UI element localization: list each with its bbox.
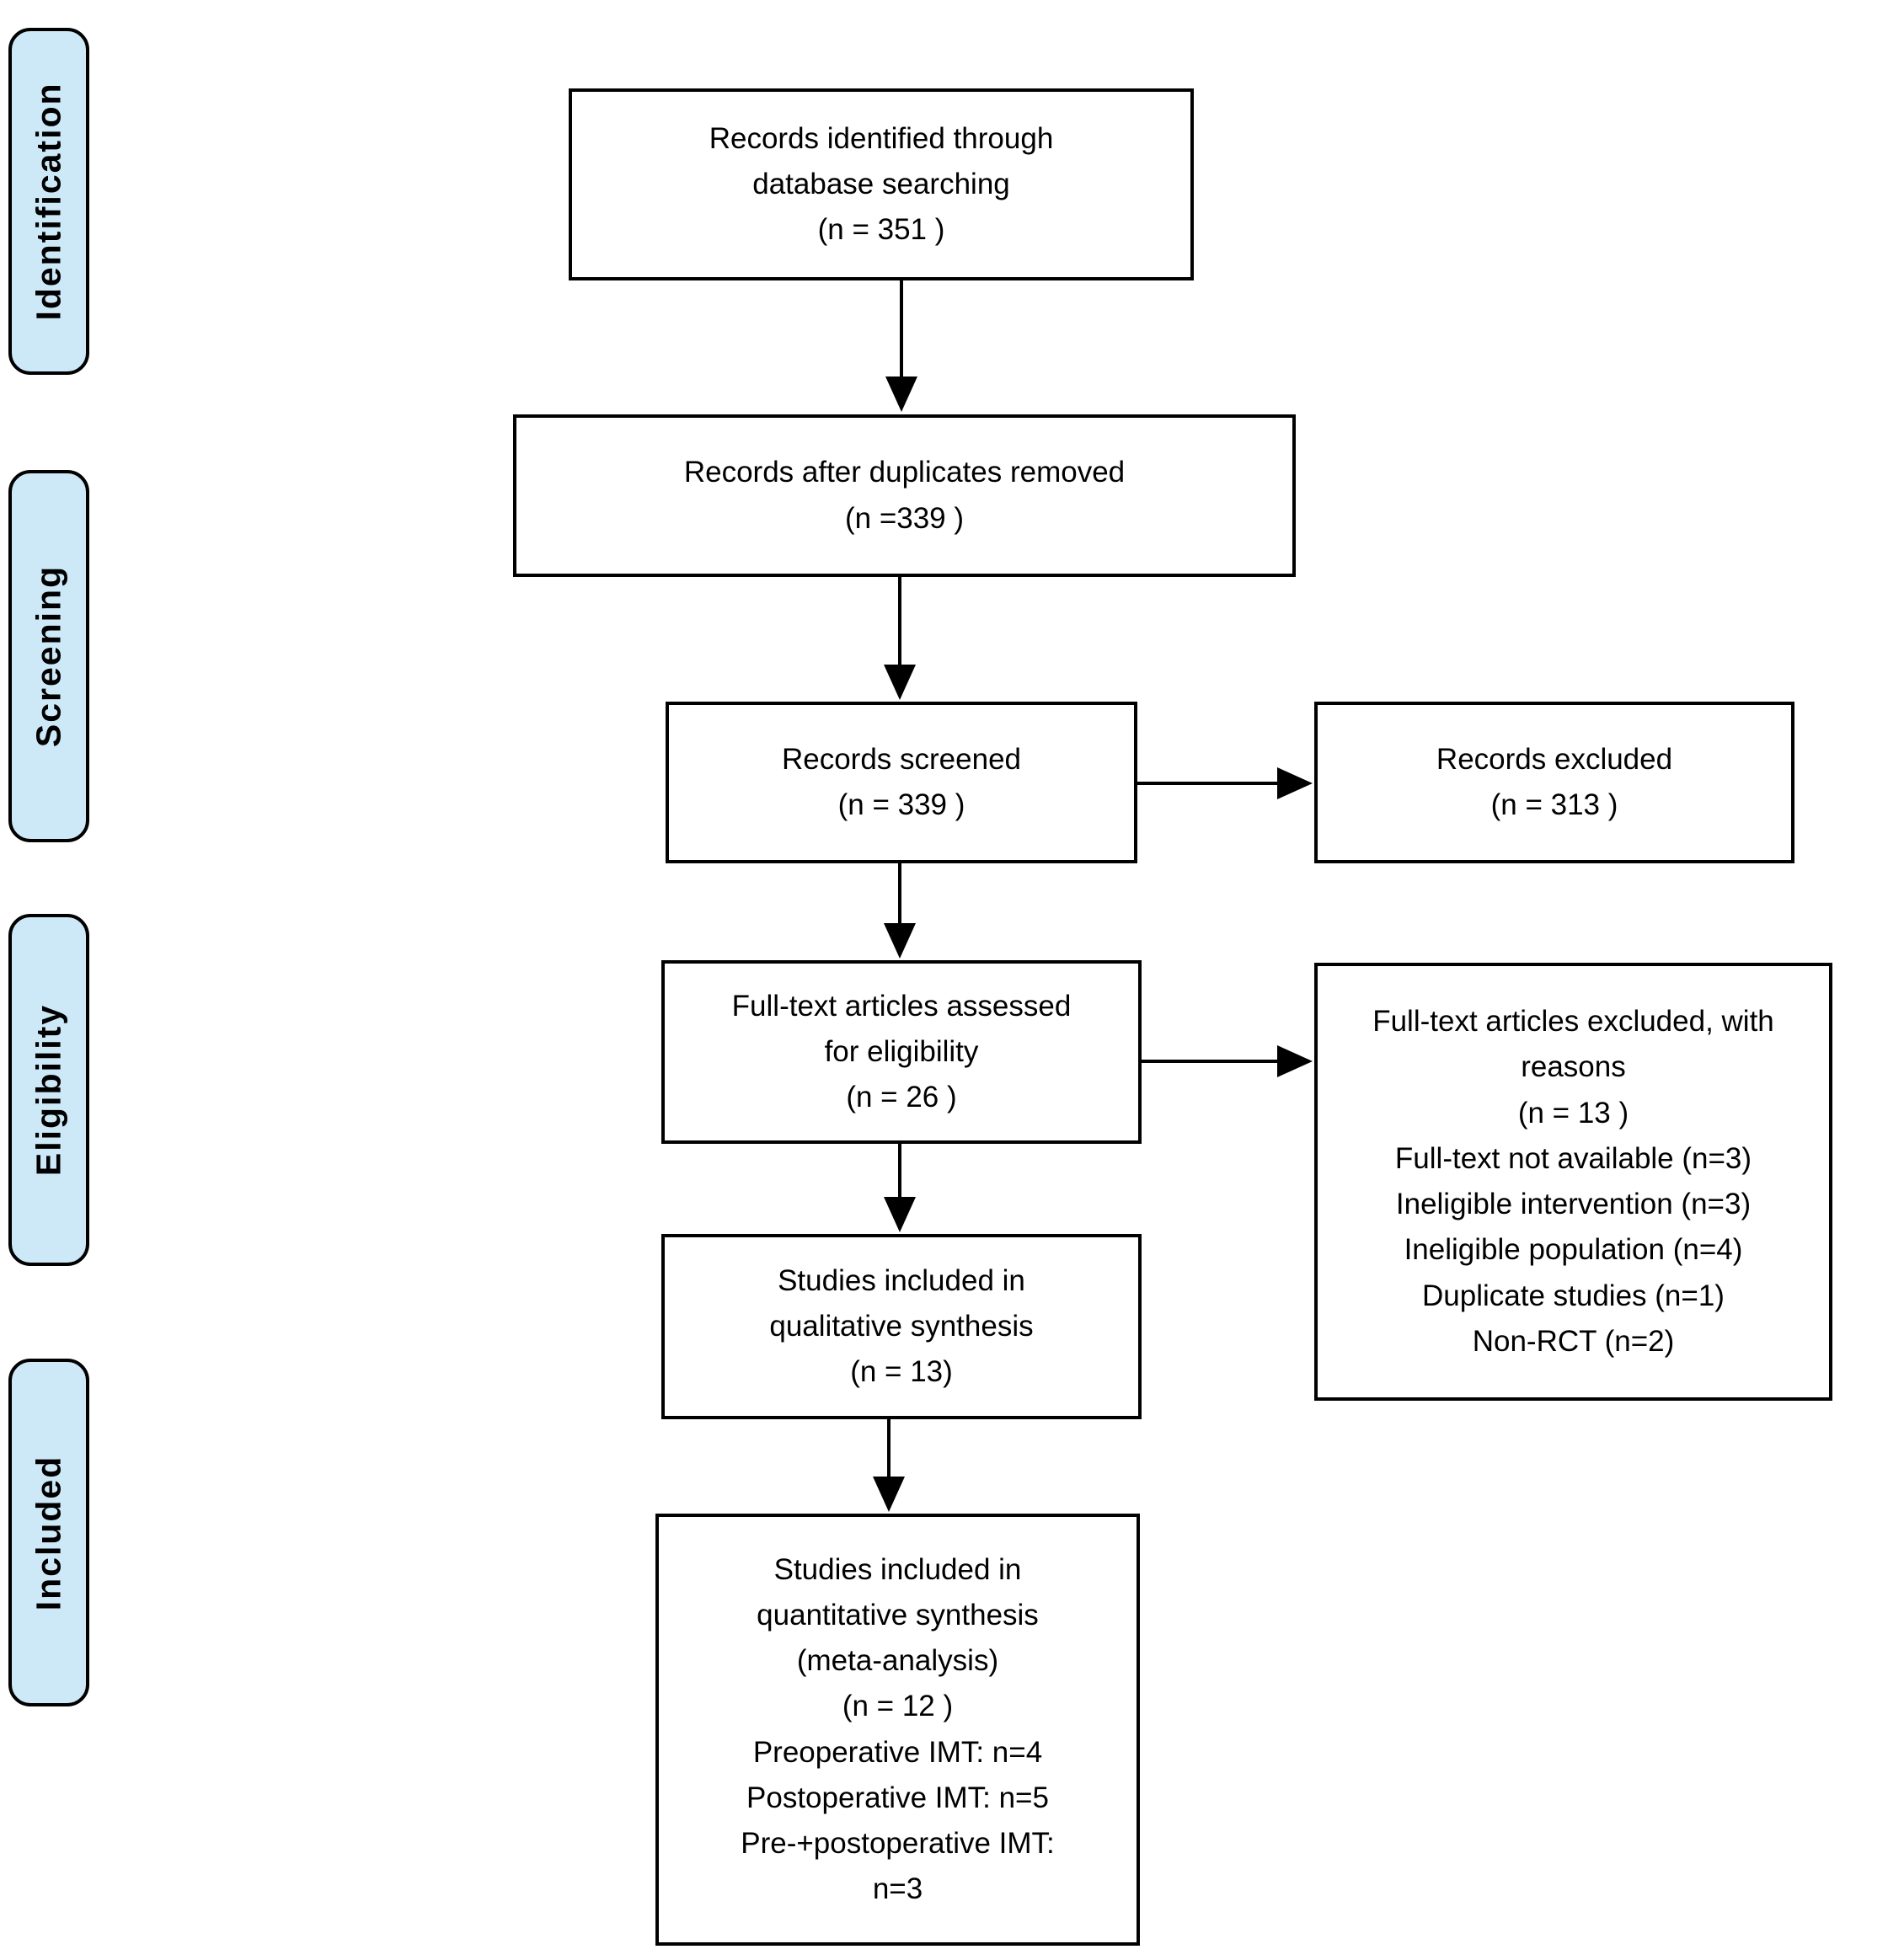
- stage-included: Included: [8, 1359, 89, 1706]
- box-duplicates-removed-text: Records after duplicates removed (n =339…: [683, 456, 1126, 535]
- stage-screening-label: Screening: [29, 564, 68, 748]
- arrow-head-icon: [884, 665, 916, 700]
- box-qualitative-synthesis-text: Studies included in qualitative synthesi…: [769, 1263, 1034, 1389]
- box-qualitative-synthesis: Studies included in qualitative synthesi…: [661, 1234, 1142, 1419]
- box-fulltext-assessed-text: Full-text articles assessed for eligibil…: [731, 989, 1072, 1114]
- box-fulltext-assessed: Full-text articles assessed for eligibil…: [661, 960, 1142, 1144]
- arrow-head-icon: [884, 923, 916, 959]
- arrow-line: [1142, 1060, 1279, 1063]
- box-records-excluded: Records excluded (n = 313 ): [1314, 702, 1794, 863]
- stage-identification: Identification: [8, 28, 89, 375]
- arrow-head-icon: [884, 1197, 916, 1232]
- box-quantitative-synthesis: Studies included in quantitative synthes…: [655, 1514, 1140, 1946]
- box-duplicates-removed: Records after duplicates removed (n =339…: [513, 414, 1296, 577]
- arrow-head-icon: [873, 1477, 905, 1512]
- arrow-line: [887, 1419, 891, 1478]
- arrow-line: [1137, 782, 1279, 785]
- arrow-line: [898, 577, 901, 666]
- box-records-screened: Records screened (n = 339 ): [666, 702, 1137, 863]
- box-fulltext-excluded-text: Full-text articles excluded, with reason…: [1372, 1005, 1774, 1358]
- arrow-line: [900, 280, 903, 378]
- box-records-identified: Records identified through database sear…: [569, 88, 1194, 280]
- box-quantitative-synthesis-text: Studies included in quantitative synthes…: [741, 1552, 1055, 1906]
- box-fulltext-excluded: Full-text articles excluded, with reason…: [1314, 963, 1832, 1401]
- stage-eligibility: Eligibility: [8, 914, 89, 1266]
- arrow-line: [898, 863, 901, 925]
- box-records-screened-text: Records screened (n = 339 ): [781, 742, 1022, 821]
- arrow-line: [898, 1144, 901, 1199]
- arrow-head-icon: [1277, 767, 1313, 799]
- stage-identification-label: Identification: [29, 82, 68, 321]
- stage-screening: Screening: [8, 470, 89, 842]
- arrow-head-icon: [885, 377, 917, 412]
- box-records-excluded-text: Records excluded (n = 313 ): [1436, 742, 1673, 821]
- stage-included-label: Included: [29, 1455, 68, 1610]
- stage-eligibility-label: Eligibility: [29, 1003, 68, 1177]
- box-records-identified-text: Records identified through database sear…: [709, 121, 1054, 247]
- arrow-head-icon: [1277, 1045, 1313, 1077]
